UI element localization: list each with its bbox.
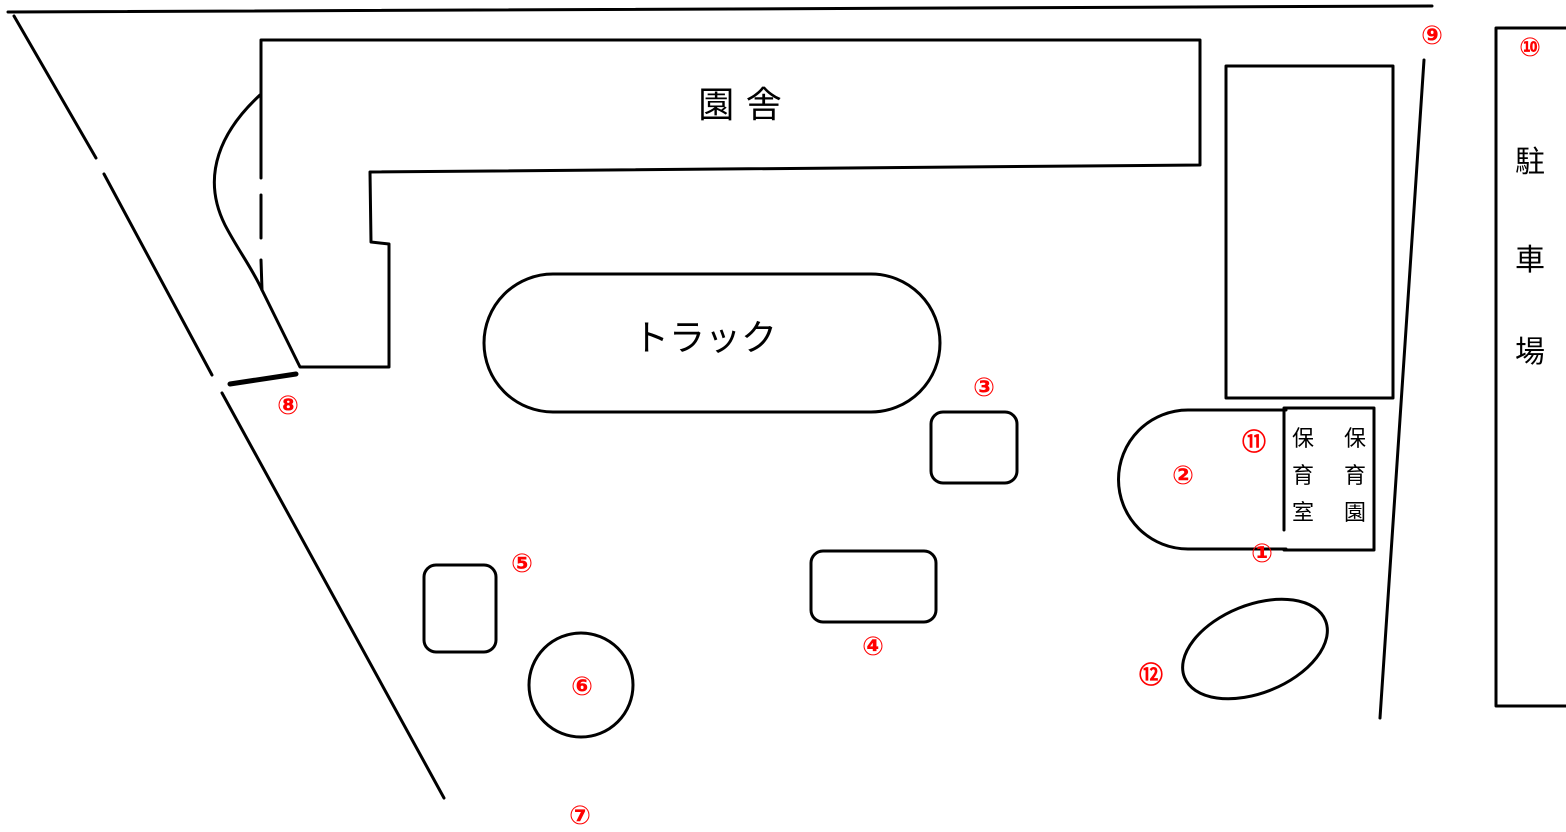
left-road-line bbox=[220, 391, 446, 800]
marker-8: ⑧ bbox=[277, 391, 299, 421]
marker-2: ② bbox=[1172, 461, 1194, 491]
nursery-room-label-3: 室 bbox=[1292, 501, 1314, 526]
gate-line bbox=[227, 371, 299, 387]
marker-1: ① bbox=[1251, 539, 1273, 569]
nursery-room-label-2: 育 bbox=[1292, 464, 1314, 489]
parking-label-2: 車 bbox=[1515, 243, 1545, 278]
marker-12: ⑫ bbox=[1139, 661, 1163, 689]
nursery-box bbox=[1282, 406, 1376, 552]
nursery-room-label-1: 保 bbox=[1292, 427, 1314, 452]
marker-3: ③ bbox=[973, 373, 995, 403]
parking-box bbox=[1494, 26, 1566, 708]
nursery-school-label-1: 保 bbox=[1344, 427, 1366, 452]
left-road-line bbox=[12, 14, 98, 160]
curved-path bbox=[212, 93, 264, 292]
marker-4: ④ bbox=[862, 632, 884, 662]
marker-6: ⑥ bbox=[571, 672, 593, 702]
track-label: トラック bbox=[633, 318, 777, 359]
nursery-school-label-2: 育 bbox=[1344, 464, 1366, 489]
marker-10: ⑩ bbox=[1519, 33, 1541, 63]
marker-5: ⑤ bbox=[511, 549, 533, 579]
parking-label-3: 場 bbox=[1515, 335, 1545, 370]
nursery-school-label-3: 園 bbox=[1344, 501, 1366, 526]
equipment-6 bbox=[527, 631, 635, 739]
left-road-line bbox=[102, 172, 214, 377]
right-road-line bbox=[1378, 58, 1426, 720]
side-building bbox=[1224, 64, 1395, 400]
building-outline bbox=[259, 38, 1202, 369]
marker-9: ⑨ bbox=[1421, 21, 1443, 51]
equipment-3 bbox=[929, 410, 1019, 485]
area-12 bbox=[1181, 597, 1329, 701]
marker-7: ⑦ bbox=[569, 801, 591, 831]
parking-label-1: 駐 bbox=[1515, 145, 1545, 180]
top-boundary-line bbox=[6, 4, 1434, 14]
area-2 bbox=[1117, 408, 1288, 551]
marker-11: ⑪ bbox=[1242, 428, 1266, 456]
equipment-4 bbox=[809, 549, 938, 624]
equipment-5 bbox=[422, 563, 498, 654]
building-label: 園 舎 bbox=[698, 85, 781, 126]
track-outline bbox=[482, 272, 942, 414]
